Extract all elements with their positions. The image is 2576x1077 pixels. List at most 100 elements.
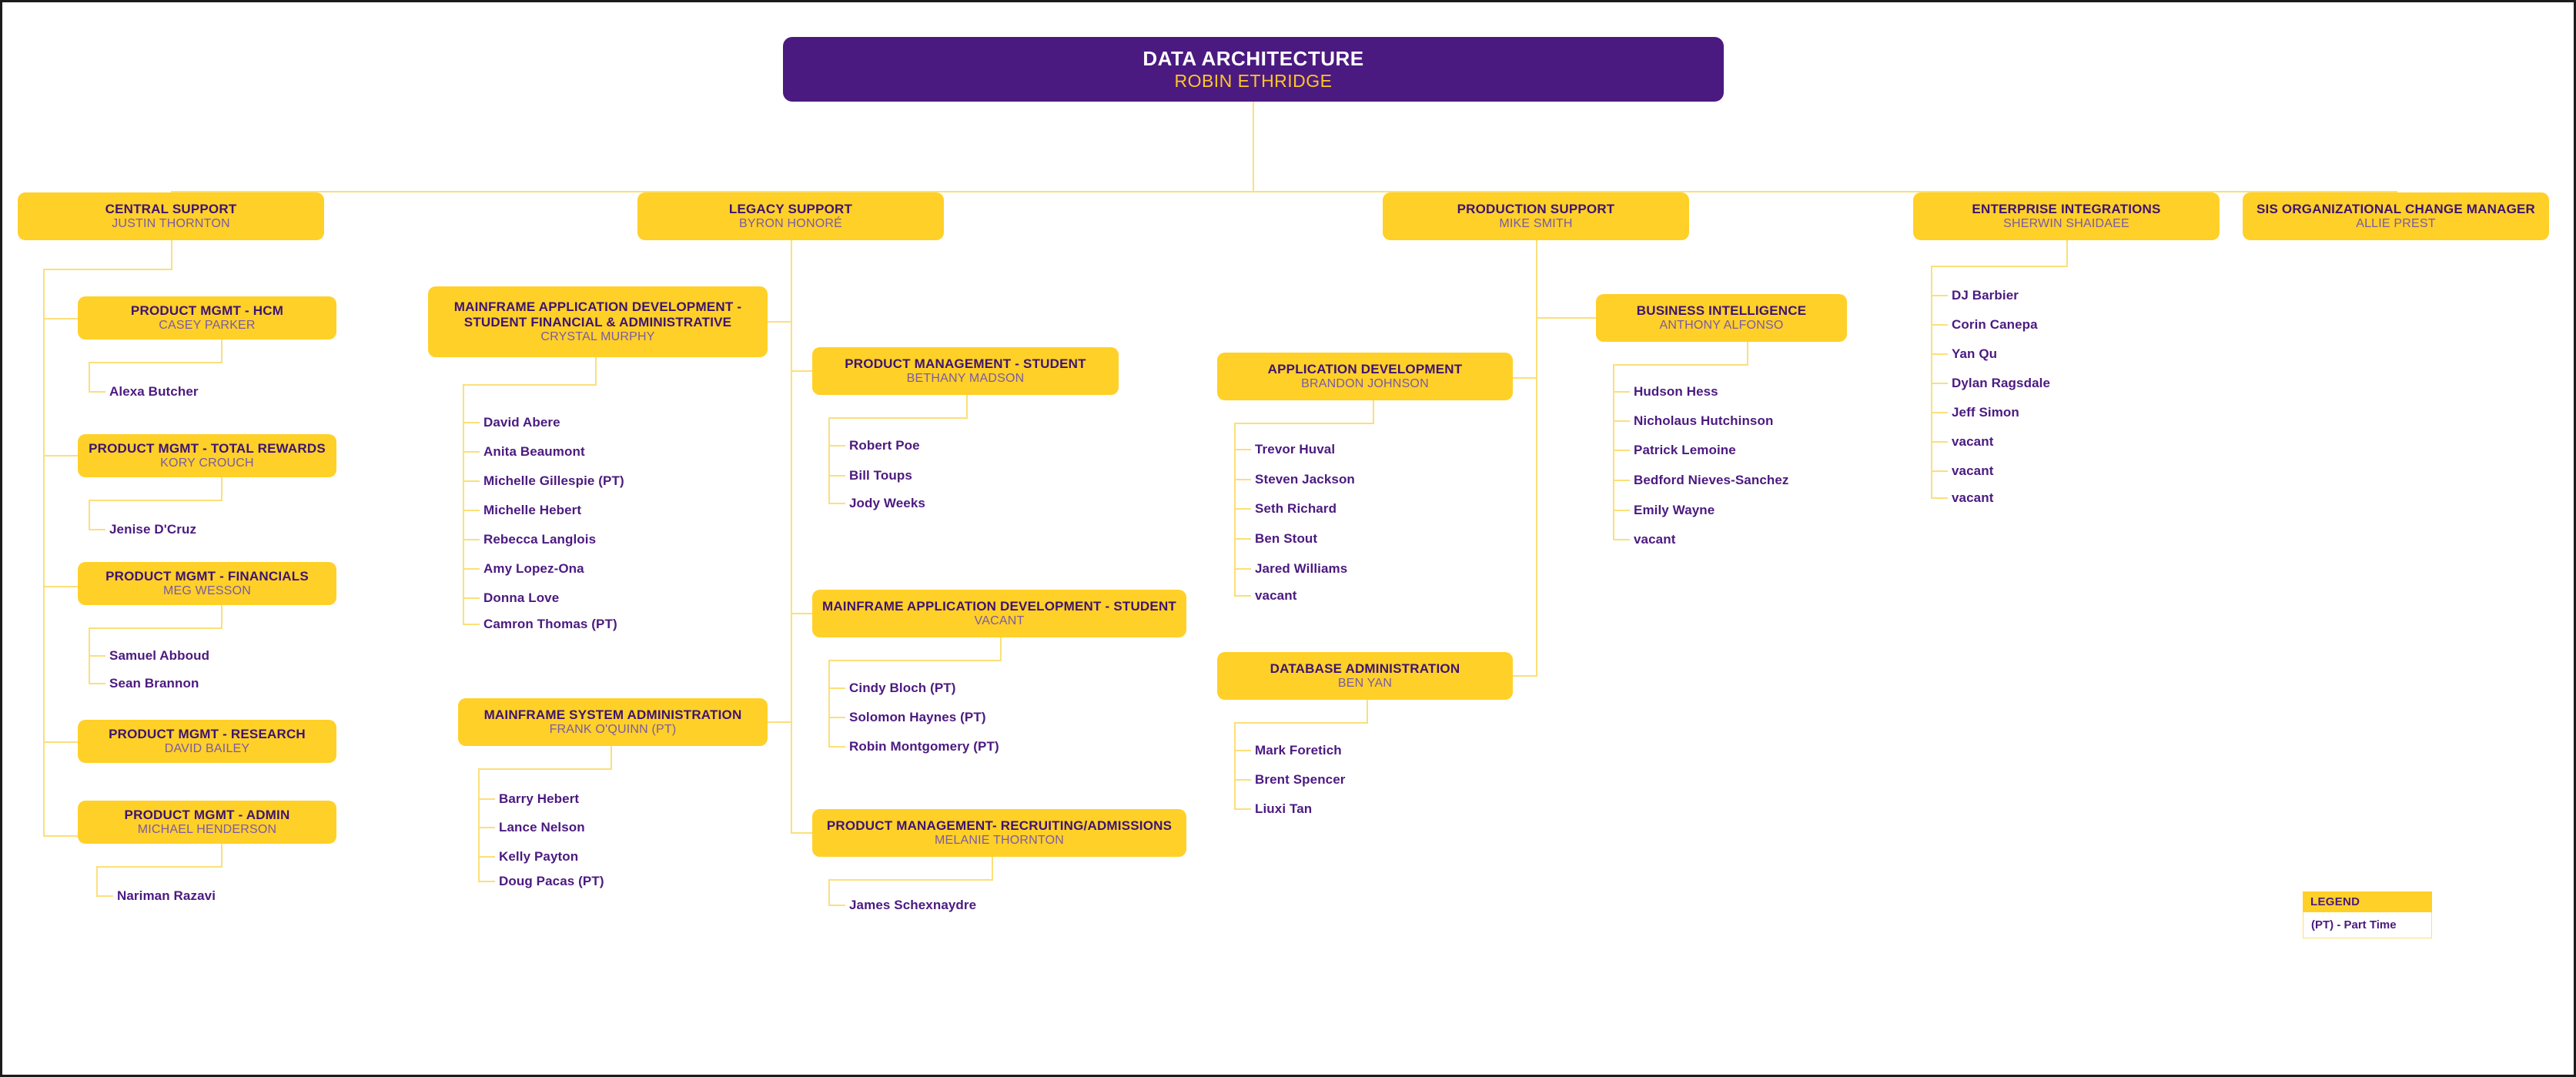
node-person: VACANT (974, 614, 1025, 627)
node-mainframe-app-dev-student[interactable]: MAINFRAME APPLICATION DEVELOPMENT - STUD… (812, 590, 1186, 637)
connector-enterprise-integrations-elbow (1931, 266, 2068, 267)
node-pm-recruiting-admissions[interactable]: PRODUCT MANAGEMENT- RECRUITING/ADMISSION… (812, 809, 1186, 857)
connector-pm-student-spine (828, 417, 830, 503)
connector-mainframe-sfa-stem (595, 357, 597, 385)
staff-label: Jody Weeks (849, 496, 925, 510)
connector-mainframe-student-elbow (828, 660, 1002, 661)
staff-label: Jeff Simon (1952, 405, 2019, 420)
staff-label: Camron Thomas (PT) (483, 617, 617, 631)
connector-branch-database-administration (1513, 675, 1537, 677)
connector-enterprise-integrations-stem (2066, 240, 2068, 266)
staff-label: Alexa Butcher (109, 384, 199, 399)
node-person: ANTHONY ALFONSO (1659, 318, 1784, 332)
connector-dba-spine (1234, 722, 1236, 809)
connector-appdev-stem (1373, 400, 1374, 423)
node-mainframe-sys-admin[interactable]: MAINFRAME SYSTEM ADMINISTRATION FRANK O'… (458, 698, 768, 746)
staff-label: Cindy Bloch (PT) (849, 681, 956, 695)
node-title: SIS ORGANIZATIONAL CHANGE MANAGER (2256, 201, 2536, 216)
connector-branch-pm-research (43, 741, 78, 743)
connector-bi-tick-3 (1613, 480, 1630, 481)
connector-central-support-stem (171, 240, 172, 269)
staff-label: vacant (1634, 532, 1676, 547)
node-pm-financials[interactable]: PRODUCT MGMT - FINANCIALS MEG WESSON (78, 562, 336, 605)
staff-label: vacant (1952, 463, 1994, 478)
connector-pm-admin-tick-0 (96, 895, 113, 897)
node-person: MICHAEL HENDERSON (137, 822, 277, 836)
node-title: LEGACY SUPPORT (728, 201, 853, 216)
connector-mainframe-sfa-tick-0 (463, 422, 480, 423)
connector-mainframe-sfa-elbow (463, 384, 597, 386)
connector-branch-pm-student (791, 370, 814, 372)
connector-branch-pm-recruiting (791, 832, 814, 834)
node-pm-research[interactable]: PRODUCT MGMT - RESEARCH DAVID BAILEY (78, 720, 336, 763)
node-title: MAINFRAME APPLICATION DEVELOPMENT - STUD… (821, 598, 1177, 614)
connector-branch-mainframe-sys-admin (768, 721, 792, 723)
connector-branch-application-development (1513, 377, 1537, 379)
node-pm-total-rewards[interactable]: PRODUCT MGMT - TOTAL REWARDS KORY CROUCH (78, 434, 336, 477)
connector-dba-tick-0 (1234, 750, 1251, 751)
staff-label: David Abere (483, 415, 560, 430)
connector-branch-pm-hcm (43, 318, 78, 319)
connector-mainframe-sysadmin-spine (478, 768, 480, 881)
connector-mainframe-sfa-tick-3 (463, 510, 480, 511)
connector-enterprise-integrations-spine (1931, 266, 1932, 498)
node-central-support[interactable]: CENTRAL SUPPORT JUSTIN THORNTON (18, 192, 324, 240)
node-person: BEN YAN (1337, 676, 1393, 690)
node-production-support[interactable]: PRODUCTION SUPPORT MIKE SMITH (1383, 192, 1689, 240)
connector-root-drop (1253, 102, 1254, 192)
staff-label: Seth Richard (1255, 501, 1337, 516)
node-pm-hcm[interactable]: PRODUCT MGMT - HCM CASEY PARKER (78, 296, 336, 339)
node-title: BUSINESS INTELLIGENCE (1636, 303, 1807, 318)
staff-label: Amy Lopez-Ona (483, 561, 584, 576)
connector-production-support-spine (1536, 240, 1537, 676)
connector-pm-recruiting-tick-0 (828, 905, 845, 906)
connector-ei-tick-1 (1931, 324, 1948, 326)
staff-label: Doug Pacas (PT) (499, 874, 604, 888)
node-person: MIKE SMITH (1499, 216, 1573, 230)
connector-bi-spine (1613, 364, 1614, 540)
node-title: PRODUCT MGMT - RESEARCH (109, 726, 306, 741)
connector-bi-tick-0 (1613, 391, 1630, 393)
staff-label: Hudson Hess (1634, 384, 1718, 399)
staff-label: Bill Toups (849, 468, 912, 483)
connector-appdev-tick-2 (1234, 508, 1251, 510)
node-pm-student[interactable]: PRODUCT MANAGEMENT - STUDENT BETHANY MAD… (812, 347, 1119, 395)
node-legacy-support[interactable]: LEGACY SUPPORT BYRON HONORÉ (637, 192, 944, 240)
node-person: MELANIE THORNTON (935, 833, 1064, 847)
node-application-development[interactable]: APPLICATION DEVELOPMENT BRANDON JOHNSON (1217, 353, 1513, 400)
connector-ei-tick-7 (1931, 497, 1948, 499)
legend-item: (PT) - Part Time (2303, 912, 2432, 938)
node-business-intelligence[interactable]: BUSINESS INTELLIGENCE ANTHONY ALFONSO (1596, 294, 1847, 342)
staff-label: vacant (1952, 434, 1994, 449)
node-mainframe-app-dev-sfa[interactable]: MAINFRAME APPLICATION DEVELOPMENT - STUD… (428, 286, 768, 357)
connector-pm-student-tick-0 (828, 445, 845, 447)
node-sis-org-change-manager[interactable]: SIS ORGANIZATIONAL CHANGE MANAGER ALLIE … (2243, 192, 2549, 240)
connector-pm-student-tick-2 (828, 503, 845, 504)
connector-branch-mainframe-app-dev-student (791, 613, 814, 614)
connector-pm-student-stem (966, 395, 968, 418)
connector-appdev-tick-5 (1234, 595, 1251, 597)
staff-label: Sean Brannon (109, 676, 199, 691)
connector-mainframe-student-tick-1 (828, 717, 845, 718)
node-data-architecture[interactable]: DATA ARCHITECTURE ROBIN ETHRIDGE (783, 37, 1724, 102)
staff-label: Donna Love (483, 590, 560, 605)
connector-mainframe-sfa-tick-6 (463, 597, 480, 599)
staff-label: Liuxi Tan (1255, 801, 1313, 816)
staff-label: vacant (1255, 588, 1297, 603)
node-person: KORY CROUCH (160, 456, 254, 470)
connector-pm-total-rewards-elbow (89, 500, 222, 501)
staff-label: Robin Montgomery (PT) (849, 739, 999, 754)
connector-central-support-elbow (43, 269, 172, 270)
node-pm-admin[interactable]: PRODUCT MGMT - ADMIN MICHAEL HENDERSON (78, 801, 336, 844)
staff-label: Barry Hebert (499, 791, 580, 806)
node-enterprise-integrations[interactable]: ENTERPRISE INTEGRATIONS SHERWIN SHAIDAEE (1913, 192, 2220, 240)
node-person: BRANDON JOHNSON (1301, 376, 1429, 390)
connector-mainframe-student-tick-2 (828, 746, 845, 748)
connector-appdev-tick-4 (1234, 568, 1251, 570)
staff-label: Samuel Abboud (109, 648, 210, 663)
node-database-administration[interactable]: DATABASE ADMINISTRATION BEN YAN (1217, 652, 1513, 700)
node-title: CENTRAL SUPPORT (105, 201, 237, 216)
connector-dba-tick-1 (1234, 779, 1251, 781)
node-person: DAVID BAILEY (164, 741, 250, 755)
